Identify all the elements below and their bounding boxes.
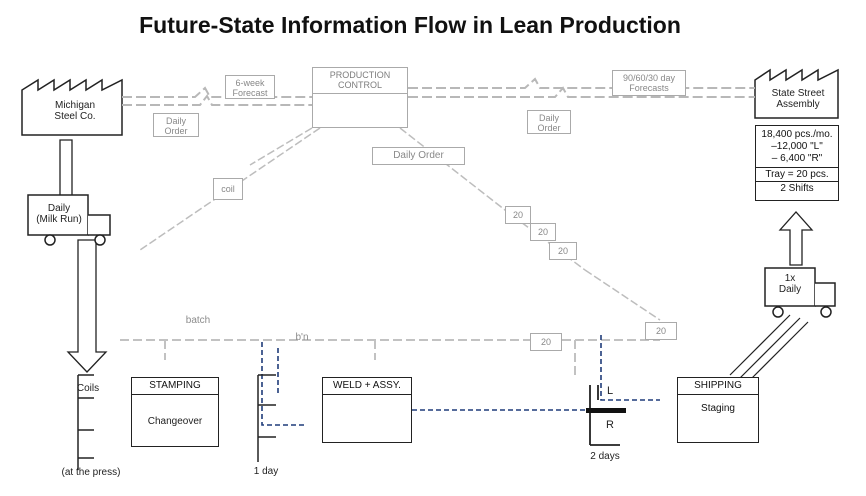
supplier-name-line2: Steel Co. [54,111,96,122]
outbound-truck-line2: Daily [778,284,802,295]
inbound-truck-line2: (Milk Run) [36,214,82,225]
outbound-truck-line1: 1x [784,273,796,284]
page-title: Future-State Information Flow in Lean Pr… [139,12,681,38]
stamping-title: STAMPING [132,378,218,395]
kanban-card-3: 20 [549,242,577,260]
six-week-forecast-line1: 6-week [235,78,265,88]
outbound-shipment-arrow [778,211,814,266]
outbound-truck-label: 1x Daily [765,273,815,295]
six-week-forecast-line2: Forecast [232,88,268,98]
forecast-line2: Forecasts [629,83,669,93]
one-day-inventory-icon [257,374,276,462]
kanban-card-4: 20 [530,333,562,351]
customer-info-lines [408,77,755,98]
pull-lines [261,335,660,426]
r-bin-label: R [606,419,614,431]
supplier-info-lines [122,86,312,106]
customer-daily-order-line2: Order [537,123,561,133]
inbound-shipment-arrow [59,139,108,373]
kanban-post-label: b'n [295,332,309,343]
stamping-process-box: STAMPING [131,377,219,447]
tray-size: Tray = 20 pcs. [756,167,838,181]
production-control-line2: CONTROL [337,80,382,90]
weld-title: WELD + ASSY. [323,378,411,395]
shift-count: 2 Shifts [756,181,838,195]
staging-label: Staging [701,403,735,414]
production-control-line1: PRODUCTION [329,70,391,80]
customer-data-box: 18,400 pcs./mo. –12,000 "L" – 6,400 "R" … [755,125,839,201]
outbound-truck-icon [764,267,836,318]
forecast-line1: 90/60/30 day [622,73,676,83]
forecast-box: 90/60/30 day Forecasts [612,70,686,96]
inbound-truck-icon [27,194,111,246]
kanban-card-1: 20 [505,206,531,224]
l-quantity: –12,000 "L" [771,141,823,152]
supplier-daily-order-line1: Daily [165,116,186,126]
customer-name-line2: Assembly [776,99,820,110]
customer-factory-icon [754,68,839,119]
truck-hatch [729,314,809,381]
customer-name: State Street Assembly [758,88,838,110]
shipping-title: SHIPPING [678,378,758,395]
coils-inventory-icon [77,374,94,470]
supplier-name-line1: Michigan [54,100,96,111]
inbound-truck-line1: Daily [47,203,71,214]
kanban-withdrawal-path [120,339,660,375]
two-days-label: 2 days [590,451,620,462]
customer-daily-order-line1: Daily [538,113,559,123]
customer-daily-order-box: Daily Order [527,110,571,134]
supermarket-icon [589,385,620,446]
supplier-daily-order-line2: Order [164,126,188,136]
supplier-daily-order-box: Daily Order [153,113,199,137]
one-day-label: 1 day [253,466,279,477]
demand: 18,400 pcs./mo. [761,129,833,140]
coils-label: Coils [76,383,100,394]
shipping-process-box: SHIPPING Staging [677,377,759,443]
production-control-box: PRODUCTION CONTROL [312,67,408,128]
customer-name-line1: State Street [771,88,825,99]
inbound-truck-label: Daily (Milk Run) [30,203,88,225]
at-press-label: (at the press) [61,467,121,478]
weld-process-box: WELD + ASSY. [322,377,412,443]
supplier-name: Michigan Steel Co. [30,100,120,122]
six-week-forecast-box: 6-week Forecast [225,75,275,99]
changeover-label: Changeover [147,416,203,427]
daily-order-box: Daily Order [372,147,465,165]
supplier-factory-icon [21,78,123,136]
l-bin-label: L [606,385,614,397]
kanban-card-2: 20 [530,223,556,241]
batch-label: batch [185,315,211,326]
r-quantity: – 6,400 "R" [771,153,823,164]
kanban-card-5: 20 [645,322,677,340]
supermarket-divider [586,408,626,413]
coil-kanban: coil [213,178,243,200]
